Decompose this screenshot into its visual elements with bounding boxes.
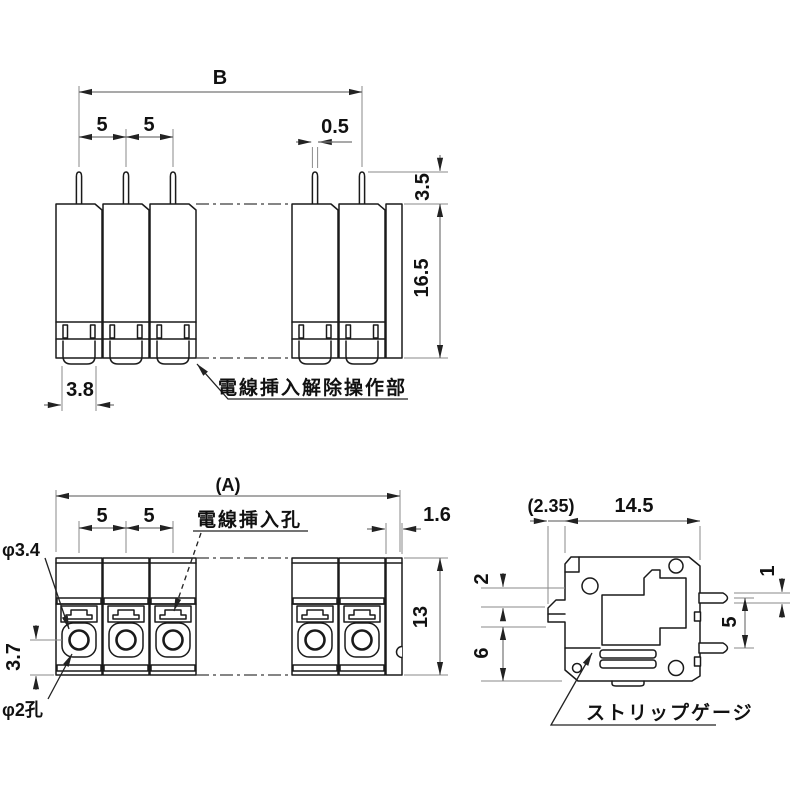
- dim-label-a: (A): [216, 475, 241, 495]
- edge-notch: [693, 656, 702, 667]
- dim-label-b: B: [213, 67, 227, 89]
- side-view: (2.35) 14.5 2 6 1 5 ストリップゲージ: [471, 495, 790, 726]
- side-pin-lower: [698, 642, 729, 654]
- dim-label-plan-pitch-2: 5: [143, 505, 154, 527]
- strip-gauge-leader: [549, 652, 716, 726]
- label-wire-hole: 電線挿入孔: [197, 508, 302, 531]
- plan-dimension-lines: [32, 492, 444, 690]
- end-wall-notch: [395, 645, 403, 659]
- side-inner-step: [564, 556, 580, 573]
- label-release-lever: 電線挿入解除操作部: [218, 376, 407, 399]
- front-pole-units: [55, 203, 403, 365]
- dim-label-plan-pitch-1: 5: [96, 505, 107, 527]
- wire-hole-leader: [173, 532, 202, 612]
- dim-label-slot-height: 2: [471, 573, 493, 584]
- front-pins: [75, 171, 366, 205]
- dim-label-front-pitch-1: 5: [96, 114, 107, 136]
- front-view: B 5 5 0.5 3.5 16.5 3.8 電線挿入解除操作部: [44, 67, 448, 411]
- dim-label-pin-thickness: 1: [757, 565, 779, 576]
- hole-diameter-leader: [44, 557, 70, 630]
- dim-label-pin-height: 3.5: [412, 173, 434, 201]
- dim-label-pin-width: 0.5: [321, 116, 349, 138]
- edge-notch: [693, 611, 702, 622]
- dim-label-end-margin: 1.6: [423, 504, 451, 526]
- release-lever-leader: [196, 363, 408, 400]
- strip-gauge-rib: [599, 649, 657, 659]
- plan-end-wall: [385, 557, 403, 676]
- label-small-hole: φ2孔: [2, 700, 43, 720]
- side-hole-small: [571, 662, 583, 674]
- front-dimension-lines: [44, 88, 444, 409]
- dim-label-body-height: 16.5: [411, 259, 433, 298]
- side-hole: [667, 659, 685, 677]
- strip-gauge-rib: [599, 659, 657, 669]
- side-dimension-lines: [499, 517, 786, 682]
- front-end-wall: [385, 203, 403, 359]
- side-hole: [581, 577, 599, 595]
- plan-view: (A) 5 5 電線挿入孔 1.6 13 φ3.4 3.7 φ2孔: [2, 475, 451, 720]
- side-pin-upper: [698, 592, 729, 604]
- dim-label-depth-13: 13: [410, 606, 432, 628]
- dim-label-lever-offset: (2.35): [527, 496, 574, 516]
- dim-label-lever-width: 3.8: [66, 379, 94, 401]
- dim-label-side-pin-pitch: 5: [719, 616, 741, 627]
- small-hole-leader: [47, 653, 73, 700]
- side-cavity: [601, 569, 687, 646]
- bottom-foot: [611, 680, 645, 687]
- plan-pole-units: [54, 556, 403, 677]
- dim-label-front-pitch-2: 5: [143, 114, 154, 136]
- label-hole-diameter: φ3.4: [2, 540, 40, 560]
- dim-label-side-width: 14.5: [615, 495, 654, 517]
- side-hole: [668, 558, 684, 574]
- dim-label-hole-offset: 3.7: [3, 643, 25, 671]
- dim-label-lower-height: 6: [471, 647, 493, 658]
- label-strip-gauge: ストリップゲージ: [586, 701, 754, 724]
